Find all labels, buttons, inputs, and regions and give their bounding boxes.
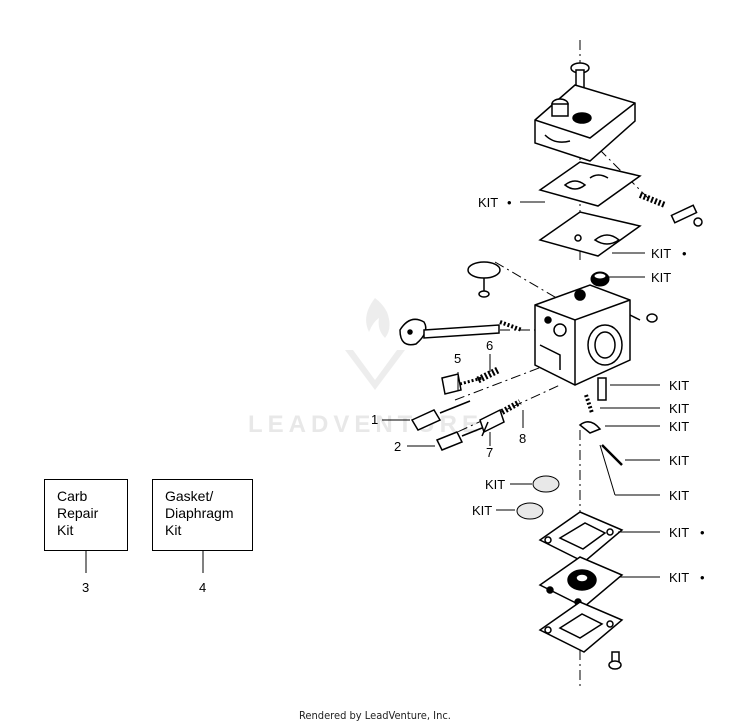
callout-7: 7 — [486, 445, 493, 460]
kit-label-metering-gasket: KIT — [669, 525, 689, 540]
kit-label-inlet-spring: KIT — [651, 270, 671, 285]
pump-gasket — [538, 161, 642, 207]
watermark: LEADVENTURE — [248, 298, 483, 438]
callout-2: 2 — [394, 439, 401, 454]
kit-label-screw: KIT — [669, 488, 689, 503]
metering-diaphragm — [538, 556, 624, 608]
metering-gasket — [538, 511, 624, 563]
pump-cover — [534, 84, 636, 162]
kit-label-pump-diaphragm: KIT — [651, 246, 671, 261]
kit-label-inlet-needle: KIT — [669, 378, 689, 393]
kit-bullet-metering-diaphragm: • — [700, 570, 705, 585]
kit-label-welch-plug-1: KIT — [485, 477, 505, 492]
kit-label-pump-gasket: KIT — [478, 195, 498, 210]
carburetor-body — [534, 284, 641, 386]
kit-bullet-metering-gasket: • — [700, 525, 705, 540]
gasket-diaphragm-kit-label: Gasket/ Diaphragm Kit — [165, 488, 234, 538]
kit-bullet-pump-diaphragm: • — [682, 246, 687, 261]
callout-8: 8 — [519, 431, 526, 446]
welch-plugs — [516, 475, 560, 520]
gasket-diaphragm-kit-box: Gasket/ Diaphragm Kit — [152, 479, 253, 551]
kit-label-welch-plug-2: KIT — [472, 503, 492, 518]
kit-bullet-pump-gasket: • — [507, 195, 512, 210]
metering-cover — [538, 601, 624, 653]
side-screw — [646, 313, 658, 323]
filter-disc — [467, 261, 501, 298]
cover-screw — [608, 651, 622, 670]
carb-repair-kit-label: Carb Repair Kit — [57, 488, 99, 538]
callout-5: 5 — [454, 351, 461, 366]
carb-repair-kit-number: 3 — [82, 580, 90, 595]
watermark-text: LEADVENTURE — [248, 411, 483, 438]
pump-diaphragm — [538, 211, 642, 257]
callout-1: 1 — [371, 412, 378, 427]
callout-6: 6 — [486, 338, 493, 353]
needle-parts — [410, 366, 522, 451]
idle-screw-spring — [638, 192, 703, 227]
kit-label-spring: KIT — [669, 401, 689, 416]
gasket-diaphragm-kit-number: 4 — [199, 580, 207, 595]
top-screw — [570, 62, 590, 89]
inlet-spring — [590, 271, 610, 287]
inlet-needle-parts — [578, 377, 623, 466]
kit-label-pin: KIT — [669, 453, 689, 468]
kit-label-metering-diaphragm: KIT — [669, 570, 689, 585]
kit-label-lever: KIT — [669, 419, 689, 434]
footer-credit: Rendered by LeadVenture, Inc. — [299, 709, 451, 722]
throttle-lever — [399, 318, 523, 346]
carb-repair-kit-box: Carb Repair Kit — [44, 479, 128, 551]
